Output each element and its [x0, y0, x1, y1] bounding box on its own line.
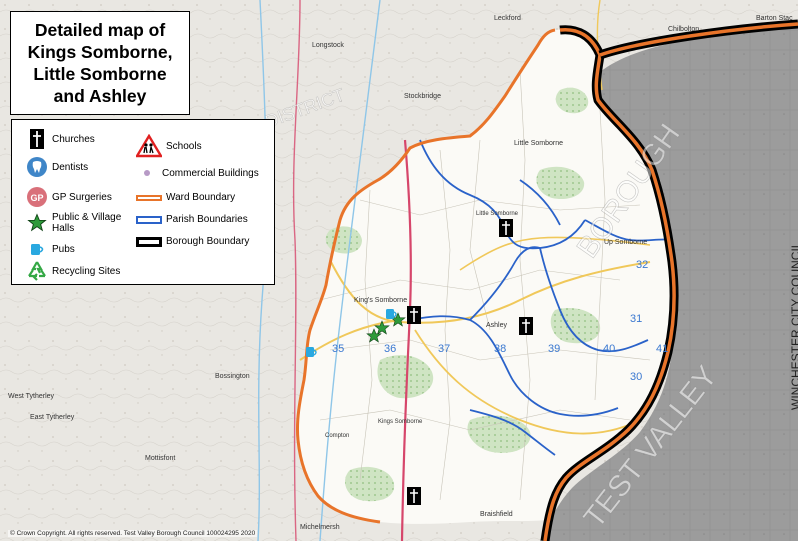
gp-glyph: GP [30, 193, 43, 203]
place-label: Stockbridge [404, 93, 441, 100]
legend-commercial: Commercial Buildings [136, 162, 259, 184]
place-label: Leckford [494, 15, 521, 22]
gp-surgery-icon: GP [26, 186, 48, 208]
commercial-dot-icon [136, 162, 158, 184]
dentist-icon [26, 156, 48, 178]
ward-boundary-swatch [136, 194, 162, 201]
school-icon [136, 134, 162, 158]
place-label: Compton [325, 433, 349, 439]
legend-dentists: Dentists [26, 156, 88, 178]
map-symbols [306, 219, 533, 505]
legend-parish-boundary: Parish Boundaries [136, 214, 248, 225]
grid-label: 40 [603, 343, 615, 355]
title-line: Kings Somborne, [27, 42, 173, 62]
grid-label: 35 [332, 343, 344, 355]
grid-label: 38 [494, 343, 506, 355]
copyright-notice: © Crown Copyright. All rights reserved. … [8, 530, 258, 537]
legend-borough-boundary: Borough Boundary [136, 236, 249, 247]
place-label: Braishfield [480, 511, 513, 518]
church-icon[interactable] [499, 219, 513, 237]
woodland [345, 466, 395, 502]
outside-borough-area [540, 22, 798, 541]
borough-boundary-swatch [136, 236, 162, 247]
place-label: Chilbolton [668, 26, 699, 33]
legend-halls: Public & Village Halls [26, 212, 132, 234]
legend-churches: Churches [26, 128, 95, 150]
place-label: Michelmersh [300, 524, 340, 531]
place-label: East Tytherley [30, 414, 75, 421]
place-label: Bossington [215, 373, 250, 380]
place-label: Up Somborne [604, 239, 647, 246]
church-icon[interactable] [407, 487, 421, 505]
title-line: and Ashley [53, 86, 147, 106]
woodland [555, 87, 589, 114]
grid-label: 31 [630, 313, 642, 325]
grid-label: 39 [548, 343, 560, 355]
place-label: Longstock [312, 42, 344, 49]
church-icon[interactable] [519, 317, 533, 335]
church-icon [26, 128, 48, 150]
parish-boundary-swatch [136, 215, 162, 224]
ward-boundary-line-north [599, 22, 798, 57]
village-hall-star-icon[interactable] [374, 320, 390, 335]
village-hall-star-icon [26, 212, 48, 234]
pub-icon[interactable] [386, 309, 397, 319]
grid-numbers: 35 36 37 38 39 40 41 30 31 32 [332, 259, 668, 383]
winchester-label: WINCHESTER CITY COUNCIL [789, 241, 798, 410]
grid-label: 36 [384, 343, 396, 355]
place-label: King's Somborne [354, 297, 407, 304]
woodland [377, 355, 434, 399]
place-labels: Leckford Chilbolton Barton Stac Longstoc… [8, 15, 793, 531]
title-line: Little Somborne [33, 64, 167, 84]
church-icon[interactable] [407, 306, 421, 324]
grid-label: 30 [630, 371, 642, 383]
grid-label: 37 [438, 343, 450, 355]
legend-schools: Schools [136, 134, 202, 158]
place-label: Barton Stac [756, 15, 793, 22]
village-hall-star-icon[interactable] [366, 328, 382, 343]
place-label: Mottisfont [145, 455, 175, 462]
legend-recycling: Recycling Sites [26, 260, 120, 282]
grid-label: 41 [656, 343, 668, 355]
place-label: West Tytherley [8, 393, 55, 400]
ward-boundary-line [296, 28, 556, 524]
place-label: Ashley [486, 322, 508, 329]
map-title-box: Detailed map of Kings Somborne, Little S… [10, 11, 190, 115]
place-label: Little Somborne [514, 140, 563, 147]
recycling-icon [26, 260, 48, 282]
rivers [257, 0, 381, 541]
title-line: Detailed map of [34, 20, 166, 40]
woodland [536, 166, 585, 200]
map-legend: Churches Dentists GP GP Surgeries Public… [11, 119, 275, 285]
legend-ward-boundary: Ward Boundary [136, 192, 235, 203]
place-label: Little Somborne [476, 211, 519, 217]
pub-icon [26, 238, 48, 260]
pub-icon[interactable] [306, 347, 317, 357]
place-label: Kings Somborne [378, 419, 423, 425]
ward-area [297, 29, 675, 524]
ward-boundary-line-east [543, 27, 676, 541]
grid-label: 32 [636, 259, 648, 271]
legend-gp: GP GP Surgeries [26, 186, 112, 208]
parish-boundary [409, 139, 673, 456]
legend-pubs: Pubs [26, 238, 75, 260]
